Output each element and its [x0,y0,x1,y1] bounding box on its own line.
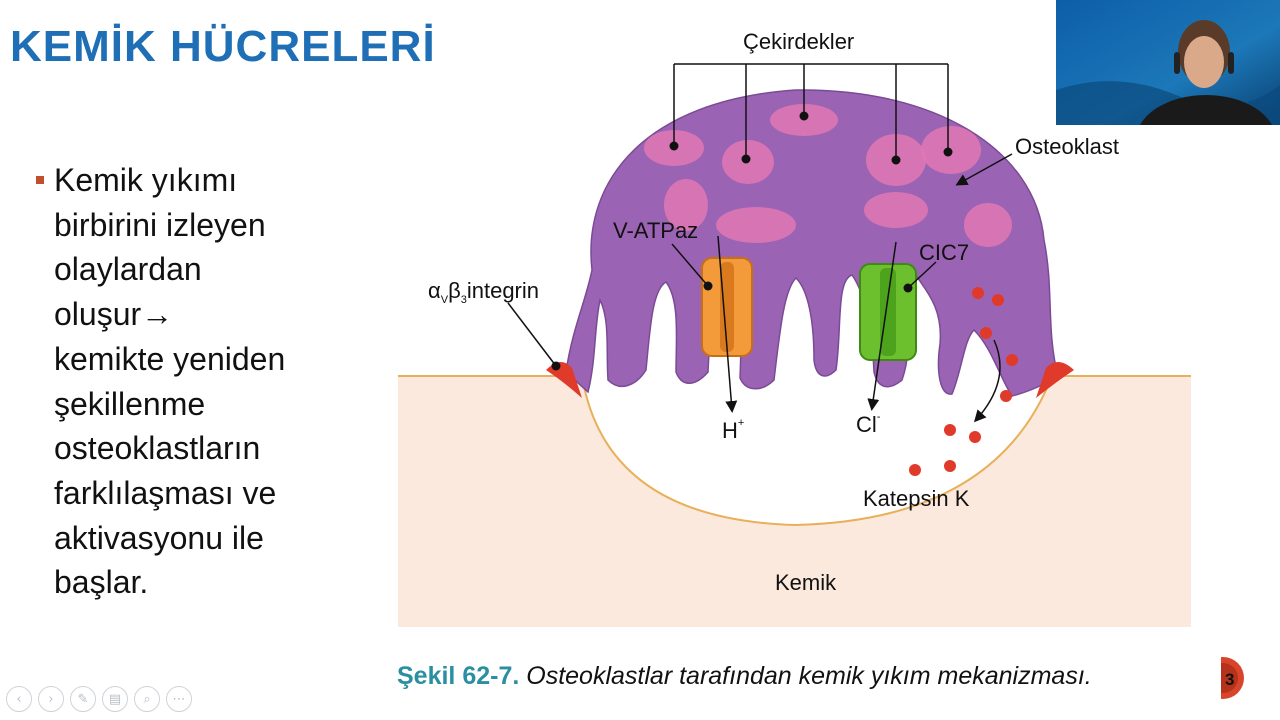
pointer-dot [891,155,901,165]
v-atpase-core [720,262,734,352]
integrin-word: integrin [467,278,539,303]
presenter-video-icon [1056,0,1280,125]
cathepsin-granule [1006,354,1018,366]
bullet-line: farklılaşması ve [54,474,277,511]
bullet-line: olaylardan [54,251,202,288]
previous-icon[interactable]: ‹ [6,686,32,712]
presenter-video[interactable] [1056,0,1280,125]
bullet-marker [36,176,44,184]
more-icon[interactable]: ⋯ [166,686,192,712]
bullet-line: osteoklastların [54,430,261,467]
integrin-alpha: α [428,278,441,303]
chloride-arrow [867,241,897,411]
pointer-dot [669,141,679,151]
clc7-leader [907,261,937,289]
label-cathepsin: Katepsin K [863,486,970,511]
bullet-line: şekillenme [54,385,206,422]
bullet-line: aktivasyonu ile [54,519,264,556]
bone-region [398,376,1191,627]
label-chloride: Cl- [856,411,881,437]
integrin-left [546,361,582,398]
integrin-right [1036,361,1074,398]
bullet-line: oluşur→ [54,296,174,333]
bullet-line: kemikte yeniden [54,340,286,377]
page-badge: 3 [1221,657,1244,699]
label-clc7: CIC7 [919,240,969,265]
pointer-dot [943,147,953,157]
cathepsin-granule [972,287,984,299]
integrin-beta-sub: 3 [461,294,467,306]
page-number: 3 [1225,670,1234,689]
nucleus [864,192,928,228]
proton-symbol: H [722,418,738,443]
v-atpase-leader [671,243,709,287]
nuclei-bracket [673,63,949,160]
cathepsin-granule [992,294,1004,306]
label-integrin: αVβ3integrin [428,278,539,306]
bullet-line: birbirini izleyen [54,206,266,243]
cathepsin-granule [980,327,992,339]
secretion-arrow [973,339,1001,423]
pointer-dot [741,154,751,164]
bullet-list: Kemik yıkımı birbirini izleyen olaylarda… [36,158,346,605]
proton-sup: + [738,417,744,429]
next-icon[interactable]: › [38,686,64,712]
label-proton: H+ [722,417,744,443]
pointer-dot [903,283,913,293]
bullet-line: başlar. [54,564,149,601]
bone-surface-line [398,375,1191,527]
caption-number: Şekil 62-7. [397,662,520,690]
slideshow-nav: ‹ › ✎ ▤ ⌕ ⋯ [6,686,192,712]
nucleus [716,207,796,243]
label-bone: Kemik [775,570,837,595]
pointer-dot [551,361,561,371]
cathepsin-granule [944,460,956,472]
pointer-dot [703,281,713,291]
zoom-icon[interactable]: ⌕ [134,686,160,712]
cathepsin-granule [909,464,921,476]
integrin-alpha-sub: V [441,294,449,306]
integrin-leader [507,302,557,367]
label-v-atpase: V-ATPaz [613,218,698,243]
label-nuclei: Çekirdekler [743,29,854,54]
proton-arrow [717,235,738,413]
bullet-line: Kemik yıkımı [54,162,238,198]
bullet-text: Kemik yıkımı birbirini izleyen olaylarda… [54,158,346,605]
nucleus [664,179,708,231]
osteoclast-leader [955,153,1013,186]
cathepsin-granule [969,431,981,443]
pen-icon[interactable]: ✎ [70,686,96,712]
slide-title: KEMİK HÜCRELERİ [10,22,436,71]
clc7-core [880,268,896,356]
integrin-beta: β [448,278,461,303]
osteoclast-diagram: Çekirdekler Osteoklast V-ATPaz CIC7 αVβ3… [398,29,1191,627]
figure-caption: Şekil 62-7. Osteoklastlar tarafından kem… [397,662,1092,691]
caption-text: Osteoklastlar tarafından kemik yıkım mek… [526,662,1092,690]
cathepsin-granule [1000,390,1012,402]
pointer-dot [799,111,809,121]
label-osteoclast: Osteoklast [1015,134,1119,159]
nucleus [964,203,1012,247]
chloride-sup: - [877,411,881,423]
slides-icon[interactable]: ▤ [102,686,128,712]
chloride-symbol: Cl [856,412,877,437]
cathepsin-granule [944,424,956,436]
